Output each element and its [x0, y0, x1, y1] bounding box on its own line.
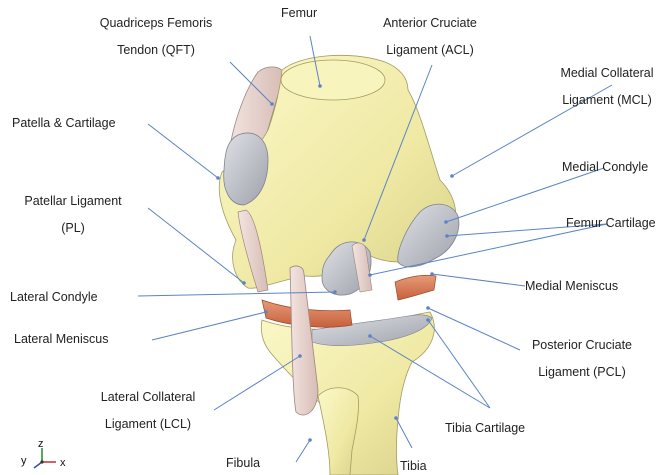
label-qft: Quadriceps Femoris Tendon (QFT) — [86, 16, 226, 58]
label-lcl-line1: Lateral Collateral — [86, 390, 210, 405]
label-acl-line2: Ligament (ACL) — [368, 43, 492, 58]
leader-lcl — [214, 356, 300, 410]
label-medial-meniscus: Medial Meniscus — [525, 279, 618, 294]
label-lateral-condyle: Lateral Condyle — [10, 290, 98, 305]
label-acl: Anterior Cruciate Ligament (ACL) — [368, 16, 492, 58]
label-pl: Patellar Ligament (PL) — [8, 194, 138, 236]
label-lcl: Lateral Collateral Ligament (LCL) — [86, 390, 210, 432]
leader-fibula — [296, 440, 310, 462]
label-pcl-line2: Ligament (PCL) — [520, 365, 644, 380]
label-lcl-line2: Ligament (LCL) — [86, 417, 210, 432]
label-pl-line2: (PL) — [8, 221, 138, 236]
label-femur: Femur — [281, 6, 317, 21]
label-patella: Patella & Cartilage — [12, 116, 116, 131]
label-qft-line2: Tendon (QFT) — [86, 43, 226, 58]
label-pl-line1: Patellar Ligament — [8, 194, 138, 209]
leader-pcl — [428, 308, 520, 350]
label-femur-cartilage: Femur Cartilage — [566, 216, 656, 231]
label-lateral-meniscus: Lateral Meniscus — [14, 332, 109, 347]
label-pcl-line1: Posterior Cruciate — [520, 338, 644, 353]
label-tibia: Tibia — [400, 459, 427, 474]
leader-medial-condyle — [446, 168, 604, 222]
leader-tibia-cartilage-1 — [428, 320, 490, 408]
femur-cut-surface — [281, 60, 385, 100]
label-medial-condyle: Medial Condyle — [562, 160, 648, 175]
label-tibia-cartilage: Tibia Cartilage — [445, 421, 525, 436]
axis-y-label: y — [21, 455, 27, 467]
axis-x-label: x — [60, 457, 66, 469]
label-mcl-line2: Ligament (MCL) — [548, 93, 666, 108]
leader-lateral-meniscus — [152, 312, 266, 340]
label-mcl-line1: Medial Collateral — [548, 66, 666, 81]
label-acl-line1: Anterior Cruciate — [368, 16, 492, 31]
label-pcl: Posterior Cruciate Ligament (PCL) — [520, 338, 644, 380]
leader-patella — [148, 124, 218, 178]
leader-tibia — [396, 418, 412, 448]
label-qft-line1: Quadriceps Femoris — [86, 16, 226, 31]
label-mcl: Medial Collateral Ligament (MCL) — [548, 66, 666, 108]
label-fibula: Fibula — [226, 456, 260, 471]
medial-meniscus-shape — [395, 275, 436, 300]
leader-medial-meniscus — [432, 274, 525, 286]
axis-z-label: z — [38, 438, 44, 450]
axis-triad — [34, 448, 56, 468]
